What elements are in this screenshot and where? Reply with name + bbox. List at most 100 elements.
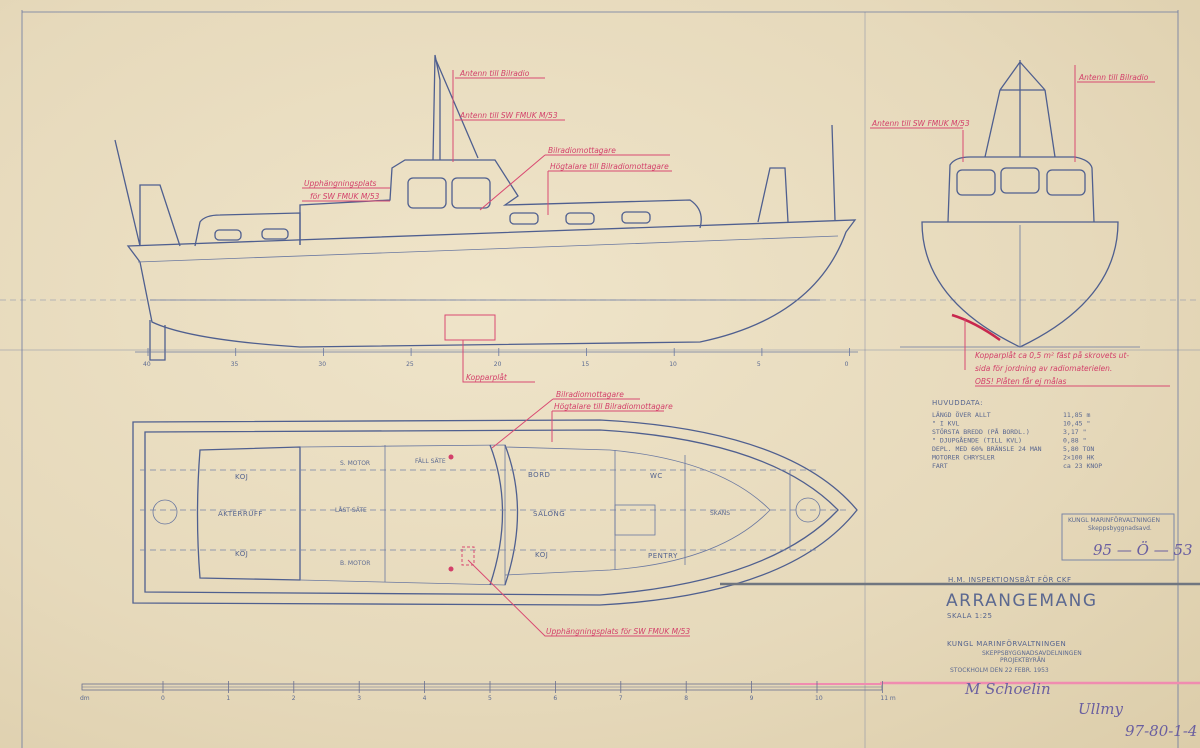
station-label: 5 (757, 361, 761, 368)
profile-annotations: Antenn till Bilradio Antenn till SW FMUK… (302, 69, 672, 383)
station-label: 10 (669, 361, 677, 368)
data-row-value: 10,45 " (1063, 420, 1090, 428)
front-mast (984, 60, 1056, 158)
archive-number: 97-80-1-4 (1125, 722, 1197, 740)
data-row-label: FART (932, 462, 948, 470)
room-koj-aft-2: KOJ (235, 550, 248, 558)
room-pentry: PENTRY (648, 552, 678, 560)
station-label: 20 (494, 361, 502, 368)
data-row-value: 3,17 " (1063, 428, 1086, 436)
copper-plate-label: Kopparplåt (466, 373, 508, 382)
scale-label: 3 (357, 695, 361, 702)
bulkheads (384, 445, 791, 582)
scale-label: 8 (684, 695, 688, 702)
wheelhouse-front (947, 156, 1095, 223)
speaker-label: Högtalare till Bilradiomottagare (550, 162, 669, 171)
copper-note-line-1: Kopparplåt ca 0,5 m² fäst på skrovets ut… (975, 351, 1129, 360)
hull-plan-outer (132, 419, 858, 606)
scale-label: 9 (750, 695, 754, 702)
room-wc: WC (650, 472, 663, 480)
front-windows (956, 167, 1086, 196)
data-row-value: 2×100 HK (1063, 454, 1094, 462)
scale-label: 2 (292, 695, 296, 702)
scale-label: 11 m (880, 695, 896, 702)
office-name: KUNGL MARINFÖRVALTNINGEN (947, 639, 1066, 648)
plan-view: KOJ AKTERRUFF KOJ S. MOTOR B. MOTOR LÅST… (132, 390, 858, 637)
scale-label: 10 (815, 695, 823, 702)
radio-point-marker (448, 566, 454, 572)
mount-plate-label-2: för SW FMUK M/53 (310, 192, 380, 201)
scale-label: 0 (161, 695, 165, 702)
salong-seat (489, 444, 519, 586)
data-row-label: " I KVL (932, 420, 959, 428)
engine-room (299, 444, 506, 586)
mount-plate-outline (461, 546, 475, 566)
station-label: 30 (318, 361, 326, 368)
copper-plate-mark (951, 313, 1001, 342)
data-row-value: 0,88 " (1063, 437, 1086, 445)
copper-note-line-2: sida för jordning av radiomaterielen. (975, 364, 1112, 373)
room-koj-aft-1: KOJ (235, 473, 248, 481)
stamp-office: KUNGL MARINFÖRVALTNINGEN (1068, 517, 1160, 524)
scale-label: 7 (619, 695, 623, 702)
aft-cabin (194, 212, 301, 247)
room-b-motor: B. MOTOR (340, 560, 370, 567)
mount-plate-label-1: Upphängningsplats (304, 179, 377, 188)
drawing-scale: SKALA 1:25 (947, 612, 993, 620)
station-label: 25 (406, 361, 414, 368)
plan-bilradio-receiver-label: Bilradiomottagare (556, 390, 624, 399)
radio-point-marker (448, 454, 454, 460)
data-row-value: 5,80 TON (1063, 445, 1094, 453)
data-row-label: DEPL. MED 60% BRÄNSLE 24 MAN (932, 444, 1042, 453)
rudder (149, 320, 166, 361)
akterruff (196, 446, 301, 581)
data-row-label: MOTORER CHRYSLER (932, 454, 995, 462)
data-row-value: 11,85 m (1063, 411, 1090, 419)
wheelhouse (299, 159, 702, 245)
title-block: H.M. INSPEKTIONSBÅT FÖR CKF ARRANGEMANG … (720, 575, 1200, 740)
data-row-label: LÄNGD ÖVER ALLT (932, 410, 991, 419)
hull-profile (126, 219, 857, 348)
station-label: 0 (845, 361, 849, 368)
cabin-windows (214, 177, 651, 241)
bow-mast (757, 124, 836, 223)
plan-annotations: Bilradiomottagare Högtalare till Bilradi… (448, 390, 690, 637)
room-akterruff: AKTERRUFF (218, 510, 263, 518)
front-antenna-bilradio-label: Antenn till Bilradio (1078, 73, 1149, 82)
front-view: Antenn till SW FMUK M/53 Antenn till Bil… (870, 60, 1170, 387)
main-data-table: HUVUDDATA: LÄNGD ÖVER ALLT 11,85 m " I KV… (932, 399, 1102, 470)
main-data-heading: HUVUDDATA: (932, 399, 983, 407)
data-row-value: ca 23 KNOP (1063, 462, 1102, 470)
antenna-swfmuk-label: Antenn till SW FMUK M/53 (459, 111, 558, 120)
bureau-name: PROJEKTBYRÅN (1000, 657, 1045, 664)
stamp-number: 95 — Ö — 53 (1093, 541, 1193, 559)
stamp-department: Skeppsbyggnadsavd. (1088, 525, 1152, 532)
antenna-bilradio-label: Antenn till Bilradio (459, 69, 530, 78)
aft-hatch (152, 499, 178, 525)
front-antenna-swfmuk-label: Antenn till SW FMUK M/53 (871, 119, 970, 128)
stern-davit (114, 139, 181, 247)
scale-label: 1 (226, 695, 230, 702)
signature-1: M Schoelin (964, 680, 1051, 698)
place-date: STOCKHOLM DEN 22 FEBR. 1953 (950, 667, 1049, 674)
forward-hatch (795, 497, 821, 523)
drawing-subtitle: H.M. INSPEKTIONSBÅT FÖR CKF (948, 575, 1072, 584)
drawing-number-stamp: KUNGL MARINFÖRVALTNINGEN Skeppsbyggnadsa… (1061, 513, 1193, 561)
copper-note-line-3: OBS! Plåten får ej målas (975, 377, 1066, 386)
room-last-sate: LÅST SÄTE (335, 507, 367, 514)
room-fall-sate: FÄLL SÄTE (415, 458, 446, 465)
room-skans: SKANS (710, 510, 730, 517)
department-name: SKEPPSBYGGNADSAVDELNINGEN (982, 650, 1082, 657)
scale-label: 6 (553, 695, 557, 702)
room-koj-fwd: KOJ (535, 551, 548, 559)
scale-label: 5 (488, 695, 492, 702)
signature-2: Ullmy (1078, 700, 1123, 718)
hull-plan-inner (144, 429, 839, 596)
station-label: 15 (582, 361, 590, 368)
station-label: 35 (231, 361, 239, 368)
scale-unit-dm: dm (80, 695, 90, 702)
plan-mount-plate-label: Upphängningsplats för SW FMUK M/53 (546, 627, 690, 636)
